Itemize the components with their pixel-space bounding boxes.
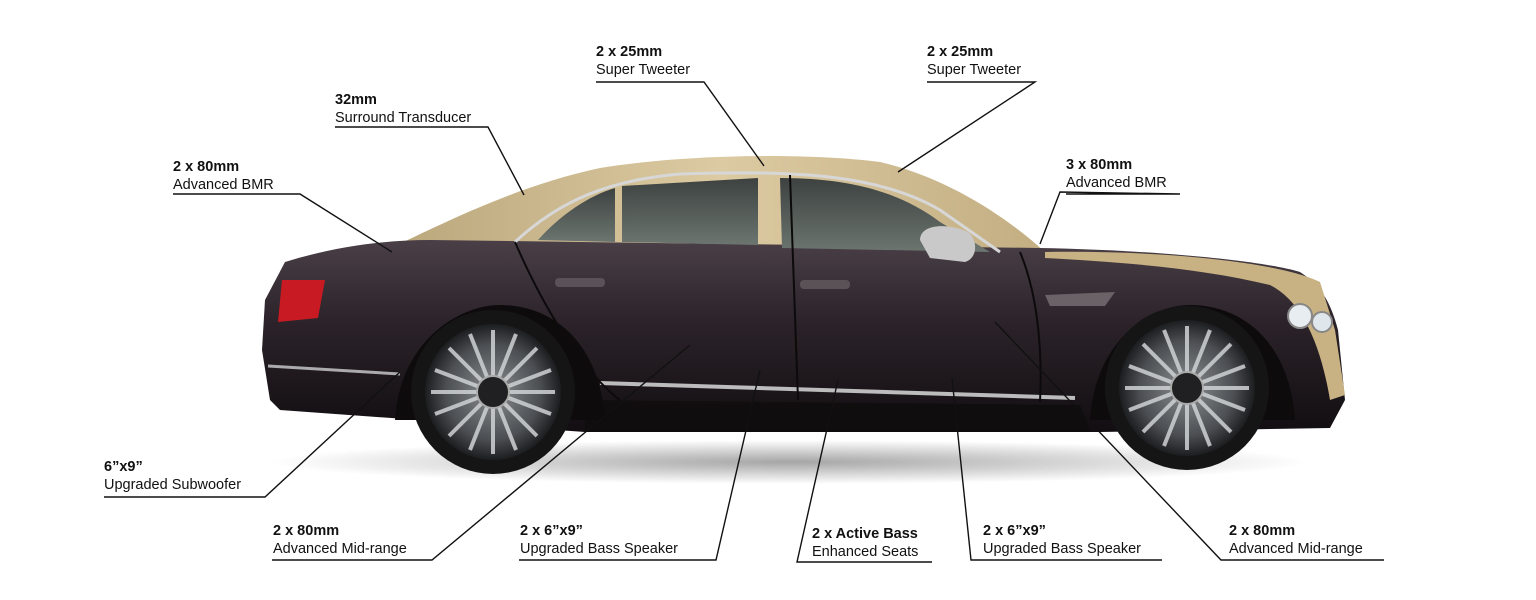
callout-size: 2 x 80mm [273,523,340,539]
callout-label: Advanced Mid-range [1229,541,1363,557]
tail-light [278,280,325,322]
callout-label: Enhanced Seats [812,544,919,560]
car-sill [585,400,1090,432]
leader-line-bmr-rear [173,193,393,253]
callout-label: Upgraded Subwoofer [104,477,242,493]
callout-label: Surround Transducer [335,110,472,126]
leader-line-super-tweeter-rear [596,81,765,167]
callout-upgraded-subwoofer: 6”x9” Upgraded Subwoofer [104,458,241,494]
callout-super-tweeter-front: 2 x 25mm Super Tweeter [927,43,1021,79]
door-seam-middle [789,174,799,401]
callout-label: Upgraded Bass Speaker [520,541,678,557]
callout-upgraded-bass-speaker-front: 2 x 6”x9” Upgraded Bass Speaker [983,522,1141,558]
callout-label: Advanced Mid-range [273,541,407,557]
rear-chrome-strip [267,364,401,376]
window-chrome [513,171,1001,254]
callout-label: Super Tweeter [596,62,691,78]
callout-size: 32mm [335,92,377,108]
chrome-strip [599,381,1076,400]
callout-size: 2 x 25mm [596,44,663,60]
headlight-inner [1311,311,1333,333]
callout-label: Advanced BMR [1066,175,1167,191]
rear-door-window [622,178,758,245]
callout-advanced-midrange-front: 2 x 80mm Advanced Mid-range [1229,522,1363,558]
callout-upgraded-bass-speaker-rear: 2 x 6”x9” Upgraded Bass Speaker [520,522,678,558]
callout-surround-transducer: 32mm Surround Transducer [335,91,471,127]
headlight-outer [1287,303,1313,329]
callout-size: 2 x 25mm [927,44,994,60]
leader-line-midrange-front [994,321,1384,561]
leader-line-subwoofer [104,371,401,498]
leader-line-surround-transducer [335,126,525,196]
side-mirror [920,226,976,262]
callout-size: 2 x 80mm [1229,523,1296,539]
callout-size: 2 x 6”x9” [520,523,583,539]
callout-active-bass-seats: 2 x Active Bass Enhanced Seats [812,525,918,561]
callout-size: 3 x 80mm [1066,157,1133,173]
callout-size: 6”x9” [104,459,143,475]
callout-size: 2 x 6”x9” [983,523,1046,539]
callout-advanced-midrange-rear: 2 x 80mm Advanced Mid-range [273,522,407,558]
leader-line-bass-speaker-front [951,377,1162,561]
front-wheel [1105,306,1269,470]
car-illustration [262,156,1345,474]
door-seam-front [1019,251,1042,403]
rear-window [538,188,615,242]
callout-advanced-bmr-rear: 2 x 80mm Advanced BMR [173,158,274,194]
leader-line-super-tweeter-front [897,81,1038,173]
leader-line-bmr-front [1039,191,1181,245]
callout-size: 2 x Active Bass [812,526,918,542]
rear-wheel [411,310,575,474]
callout-size: 2 x 80mm [173,159,240,175]
leader-line-active-bass-seats [796,379,932,563]
leader-lines [104,81,1384,563]
front-door-handle [800,280,850,289]
leader-line-bass-speaker-rear [519,369,761,561]
callout-advanced-bmr-front: 3 x 80mm Advanced BMR [1066,156,1167,192]
callout-label: Upgraded Bass Speaker [983,541,1141,557]
callout-super-tweeter-rear: 2 x 25mm Super Tweeter [596,43,690,79]
callout-label: Super Tweeter [927,62,1022,78]
fender-vent [1045,292,1115,306]
callout-label: Advanced BMR [173,177,274,193]
rear-door-handle [555,278,605,287]
leader-line-midrange-rear [272,344,691,561]
